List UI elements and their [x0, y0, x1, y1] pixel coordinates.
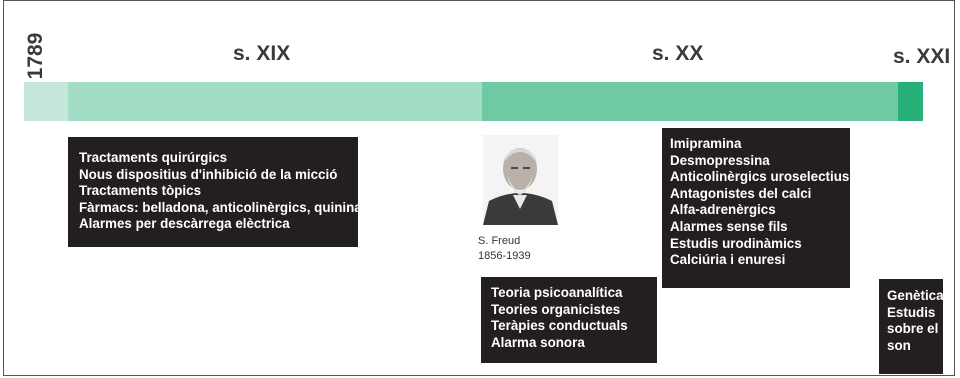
- box-item: Alarma sonora: [491, 334, 585, 350]
- box-item: Alarmes per descàrrega elèctrica: [79, 216, 290, 232]
- box-item: son: [887, 337, 911, 353]
- box-item: Estudis urodinàmics: [670, 235, 802, 251]
- box-item: Estudis: [887, 304, 936, 320]
- timeline-bar-s21: [898, 82, 923, 121]
- box-item: Nous dispositius d'inhibició de la micci…: [79, 166, 338, 182]
- box-item: Desmopressina: [670, 152, 770, 168]
- start-year-label: 1789: [24, 32, 47, 80]
- s20-theories-box: Teoria psicoanalítica Teories organicist…: [481, 277, 657, 363]
- timeline-bar-s19: [68, 82, 482, 121]
- portrait-years: 1856-1939: [478, 250, 531, 262]
- s20-drugs-box: Imipramina Desmopressina Anticolinèrgics…: [662, 128, 850, 288]
- portrait-name: S. Freud: [478, 235, 521, 247]
- box-item: Antagonistes del calci: [670, 185, 812, 201]
- box-item: Anticolinèrgics uroselectius: [670, 169, 850, 185]
- s21-box: Genètica Estudis sobre el son: [879, 279, 944, 374]
- box-item: Genètica: [887, 288, 944, 303]
- box-item: Alarmes sense fils: [670, 218, 788, 234]
- timeline-bar-s20: [482, 82, 898, 121]
- box-item: sobre el: [887, 321, 939, 337]
- freud-portrait-image: [483, 135, 558, 225]
- freud-portrait: [483, 135, 558, 225]
- century-label-20: s. XX: [652, 42, 704, 65]
- box-item: Tractaments tòpics: [79, 183, 202, 199]
- box-item: Imipramina: [670, 136, 742, 151]
- box-item: Teoria psicoanalítica: [491, 285, 623, 300]
- century-label-21: s. XXI: [893, 45, 951, 68]
- box-item: Tractaments quirúrgics: [79, 150, 228, 165]
- box-item: Fàrmacs: belladona, anticolinèrgics, qui…: [79, 199, 362, 215]
- timeline-bar-1789: [24, 82, 68, 121]
- box-item: Calciúria i enuresi: [670, 252, 786, 268]
- box-item: Teràpies conductuals: [491, 318, 628, 334]
- box-item: Teories organicistes: [491, 301, 621, 317]
- s19-treatments-box: Tractaments quirúrgics Nous dispositius …: [68, 137, 362, 247]
- box-item: Alfa-adrenèrgics: [670, 202, 776, 218]
- century-label-19: s. XIX: [233, 42, 291, 65]
